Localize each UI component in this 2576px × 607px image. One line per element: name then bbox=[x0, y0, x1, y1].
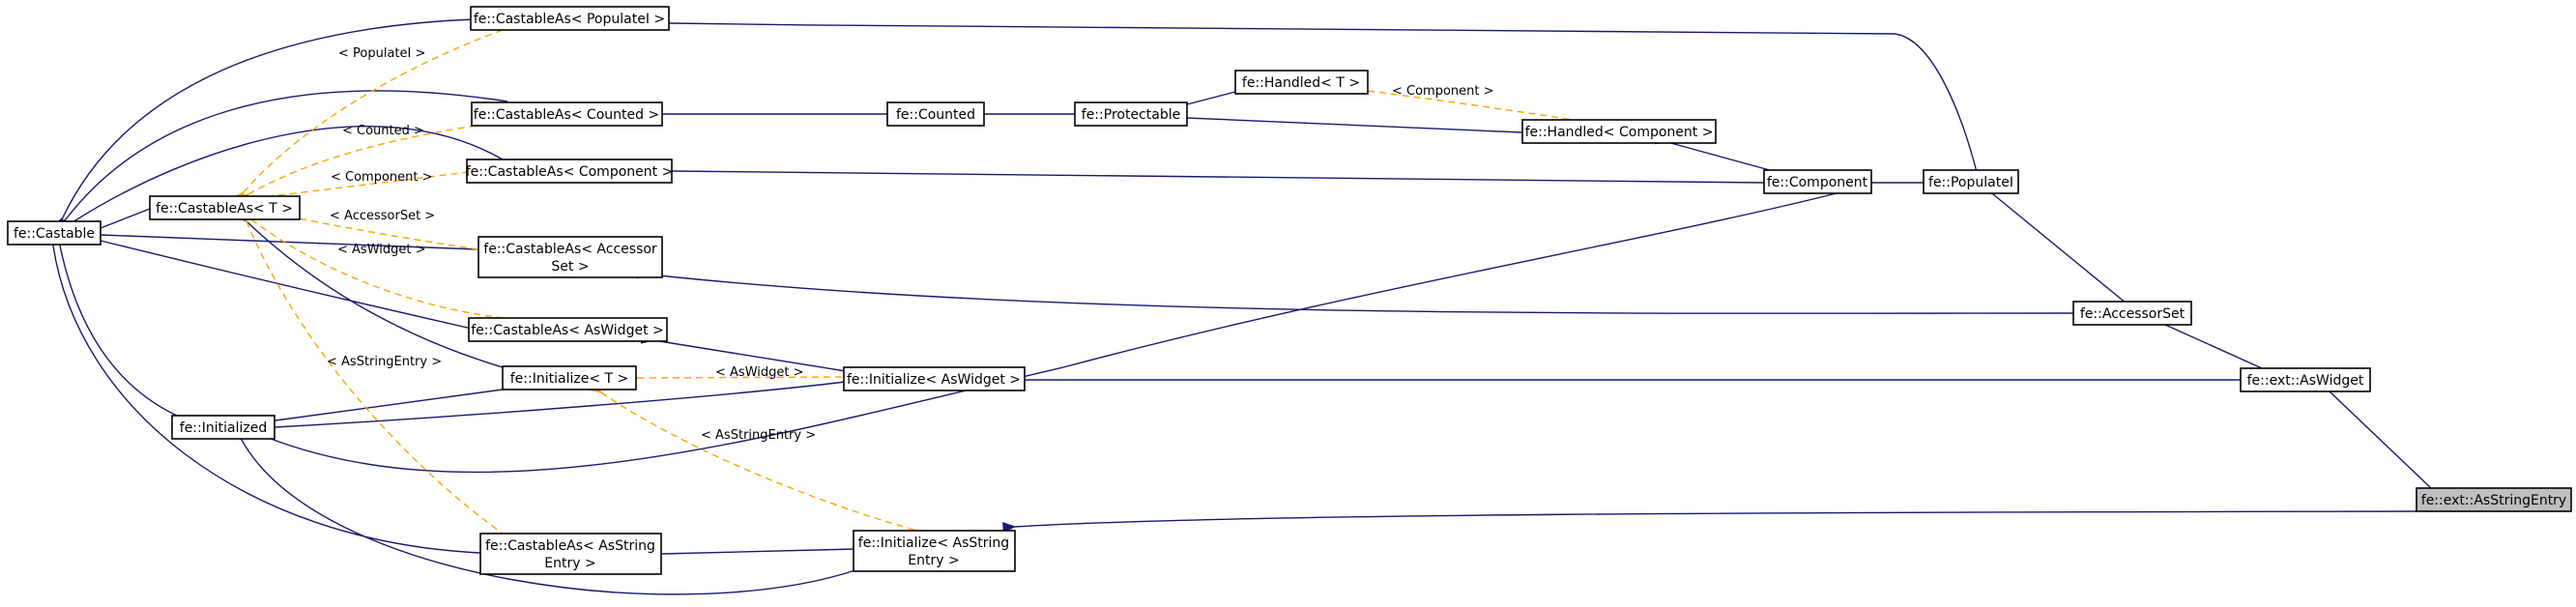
edge-castable-component-from-component bbox=[672, 171, 1765, 184]
node-counted[interactable]: fe::Counted bbox=[886, 101, 985, 127]
svg-text:fe::ext::AsWidget: fe::ext::AsWidget bbox=[2247, 373, 2364, 389]
tpl-edge-asstringentry-initialize bbox=[601, 392, 929, 535]
node-initialize-asstringentry[interactable]: fe::Initialize< AsString Entry > bbox=[853, 530, 1016, 572]
svg-text:fe::PopulateI: fe::PopulateI bbox=[1928, 175, 2013, 190]
tpl-edge-aswidget-castable bbox=[251, 219, 513, 320]
tpl-edge-component bbox=[255, 171, 470, 198]
svg-text:fe::Initialized: fe::Initialized bbox=[180, 420, 267, 436]
node-aswidget[interactable]: fe::ext::AsWidget bbox=[2240, 367, 2371, 392]
svg-text:fe::CastableAs< AsString: fe::CastableAs< AsString bbox=[485, 538, 655, 554]
svg-text:fe::CastableAs< T >: fe::CastableAs< T > bbox=[156, 201, 293, 217]
node-initialize-t[interactable]: fe::Initialize< T > bbox=[502, 365, 637, 390]
edge-castable-from-castable-t bbox=[101, 208, 151, 228]
node-asstringentry[interactable]: fe::ext::AsStringEntry bbox=[2416, 487, 2572, 512]
node-initialized[interactable]: fe::Initialized bbox=[171, 415, 275, 440]
tpl-edge-populatei bbox=[244, 29, 504, 192]
edge-initialize-asstringentry-from-asstringentry bbox=[1015, 510, 2417, 527]
edge-label-asstringentry-castable: < AsStringEntry > bbox=[327, 355, 442, 369]
svg-text:fe::CastableAs< Component >: fe::CastableAs< Component > bbox=[466, 164, 674, 180]
svg-text:fe::Castable: fe::Castable bbox=[14, 226, 95, 242]
edge-handled-t-from-protectable bbox=[1187, 91, 1236, 104]
svg-text:fe::Initialize< AsWidget >: fe::Initialize< AsWidget > bbox=[847, 372, 1021, 388]
svg-text:fe::CastableAs< Accessor: fe::CastableAs< Accessor bbox=[483, 242, 657, 257]
edge-initialized-from-initialize-aswidget bbox=[275, 381, 847, 427]
node-castable-as-accessorset[interactable]: fe::CastableAs< Accessor Set > bbox=[478, 236, 663, 278]
svg-text:fe::Handled< T >: fe::Handled< T > bbox=[1242, 75, 1360, 91]
edge-castable-populatei-from-populatei bbox=[669, 23, 1978, 173]
edge-label-asstringentry-initialize: < AsStringEntry > bbox=[701, 428, 816, 443]
edge-labels: < PopulateI > < Counted > < Component > … bbox=[327, 46, 1494, 443]
edge-castable-from-castable-aswidget bbox=[101, 241, 473, 330]
svg-text:fe::Handled< Component >: fe::Handled< Component > bbox=[1525, 125, 1714, 140]
edge-label-aswidget-castable: < AsWidget > bbox=[337, 243, 426, 257]
edge-label-counted: < Counted > bbox=[342, 124, 424, 138]
edge-label-populatei: < PopulateI > bbox=[338, 46, 425, 61]
edge-castable-from-initialized bbox=[60, 246, 178, 417]
node-protectable[interactable]: fe::Protectable bbox=[1074, 101, 1188, 127]
edge-initialized-from-initialize-asstringentry bbox=[242, 440, 856, 595]
svg-text:fe::CastableAs< PopulateI >: fe::CastableAs< PopulateI > bbox=[474, 12, 665, 27]
edge-accessorset-from-aswidget bbox=[2165, 325, 2263, 369]
svg-text:fe::CastableAs< AsWidget >: fe::CastableAs< AsWidget > bbox=[471, 323, 664, 338]
edge-castable-asstringentry-from-initialize-asstringentry bbox=[662, 548, 856, 554]
svg-text:fe::AccessorSet: fe::AccessorSet bbox=[2080, 306, 2185, 322]
svg-text:fe::ext::AsStringEntry: fe::ext::AsStringEntry bbox=[2421, 493, 2566, 508]
node-castable[interactable]: fe::Castable bbox=[7, 220, 101, 246]
edge-populatei-from-accessorset bbox=[1993, 194, 2127, 304]
edge-castable-from-castable-asstringentry bbox=[53, 246, 481, 554]
svg-text:Entry >: Entry > bbox=[908, 553, 959, 568]
edge-initialized-from-component bbox=[266, 192, 1838, 474]
edge-initialized-from-initialize-t bbox=[275, 389, 504, 420]
edge-label-aswidget-initialize: < AsWidget > bbox=[715, 365, 804, 380]
svg-text:Entry >: Entry > bbox=[544, 556, 595, 571]
node-populatei[interactable]: fe::PopulateI bbox=[1923, 169, 2019, 194]
node-castable-as-t[interactable]: fe::CastableAs< T > bbox=[149, 195, 301, 220]
edge-castable-from-castable-populatei bbox=[63, 18, 475, 217]
edge-protectable-from-handled-component bbox=[1187, 118, 1523, 133]
svg-text:fe::Component: fe::Component bbox=[1767, 175, 1868, 190]
svg-text:fe::Initialize< AsString: fe::Initialize< AsString bbox=[858, 535, 1009, 551]
edge-label-accessorset: < AccessorSet > bbox=[330, 209, 435, 223]
node-castable-as-aswidget[interactable]: fe::CastableAs< AsWidget > bbox=[468, 317, 668, 342]
tpl-edge-asstringentry-castable bbox=[246, 221, 504, 535]
node-initialize-aswidget[interactable]: fe::Initialize< AsWidget > bbox=[843, 366, 1026, 391]
node-castable-as-counted[interactable]: fe::CastableAs< Counted > bbox=[471, 101, 663, 127]
edge-castable-from-castable-accessorset bbox=[101, 235, 479, 250]
nodes: fe::Castable fe::CastableAs< T > fe::Ini… bbox=[7, 6, 2572, 575]
svg-text:fe::Counted: fe::Counted bbox=[896, 107, 975, 123]
edge-castable-aswidget-from-initialize-aswidget bbox=[653, 340, 847, 372]
node-castable-as-populatei[interactable]: fe::CastableAs< PopulateI > bbox=[470, 6, 670, 31]
node-handled-component[interactable]: fe::Handled< Component > bbox=[1521, 119, 1717, 144]
svg-text:fe::CastableAs< Counted >: fe::CastableAs< Counted > bbox=[474, 107, 659, 123]
node-accessorset[interactable]: fe::AccessorSet bbox=[2072, 301, 2192, 326]
svg-text:fe::Initialize< T >: fe::Initialize< T > bbox=[510, 371, 628, 387]
edge-label-handled-component: < Component > bbox=[1392, 84, 1494, 99]
node-handled-t[interactable]: fe::Handled< T > bbox=[1234, 70, 1369, 95]
edge-castable-t-from-initialize-t bbox=[246, 221, 504, 368]
node-castable-as-component[interactable]: fe::CastableAs< Component > bbox=[466, 159, 674, 184]
node-component[interactable]: fe::Component bbox=[1763, 169, 1872, 194]
edge-handled-component-from-component bbox=[1667, 142, 1778, 173]
svg-text:fe::Protectable: fe::Protectable bbox=[1082, 107, 1180, 123]
edge-castable-accessorset-from-accessorset bbox=[650, 275, 2074, 314]
edge-castable-from-castable-component bbox=[72, 126, 504, 222]
node-castable-as-asstringentry[interactable]: fe::CastableAs< AsString Entry > bbox=[479, 533, 662, 575]
svg-text:Set >: Set > bbox=[551, 259, 589, 275]
edge-aswidget-from-asstringentry bbox=[2330, 391, 2432, 489]
edge-label-component: < Component > bbox=[331, 170, 433, 185]
edge-castable-from-castable-counted bbox=[66, 90, 508, 219]
